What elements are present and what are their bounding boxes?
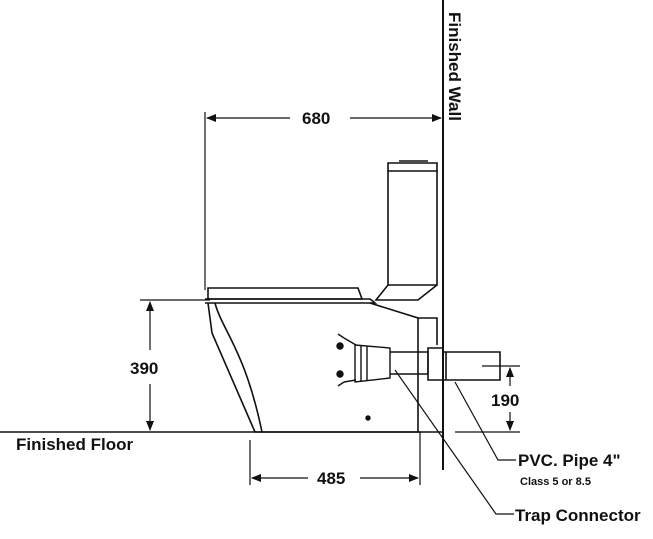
trap-connector-leader <box>394 369 514 515</box>
finished-wall-label: Finished Wall <box>445 12 464 121</box>
dimension-680-text: 680 <box>302 109 330 128</box>
dimension-485: 485 <box>249 432 421 488</box>
dimension-190: 190 <box>455 365 520 433</box>
trap-connector-label: Trap Connector <box>515 506 641 525</box>
pvc-class-label: Class 5 or 8.5 <box>520 476 591 488</box>
pvc-pipe-label: PVC. Pipe 4" <box>518 451 621 470</box>
dimension-680: 680 <box>204 109 442 290</box>
finished-floor-label: Finished Floor <box>16 435 133 454</box>
dimension-485-text: 485 <box>317 469 345 488</box>
dimension-390-text: 390 <box>130 359 158 378</box>
dimension-390: 390 <box>130 299 210 431</box>
toilet-body <box>205 160 438 433</box>
trap-connector <box>336 333 429 421</box>
dimension-190-text: 190 <box>491 391 519 410</box>
pvc-pipe <box>427 347 501 381</box>
pvc-pipe-leader <box>454 381 516 461</box>
